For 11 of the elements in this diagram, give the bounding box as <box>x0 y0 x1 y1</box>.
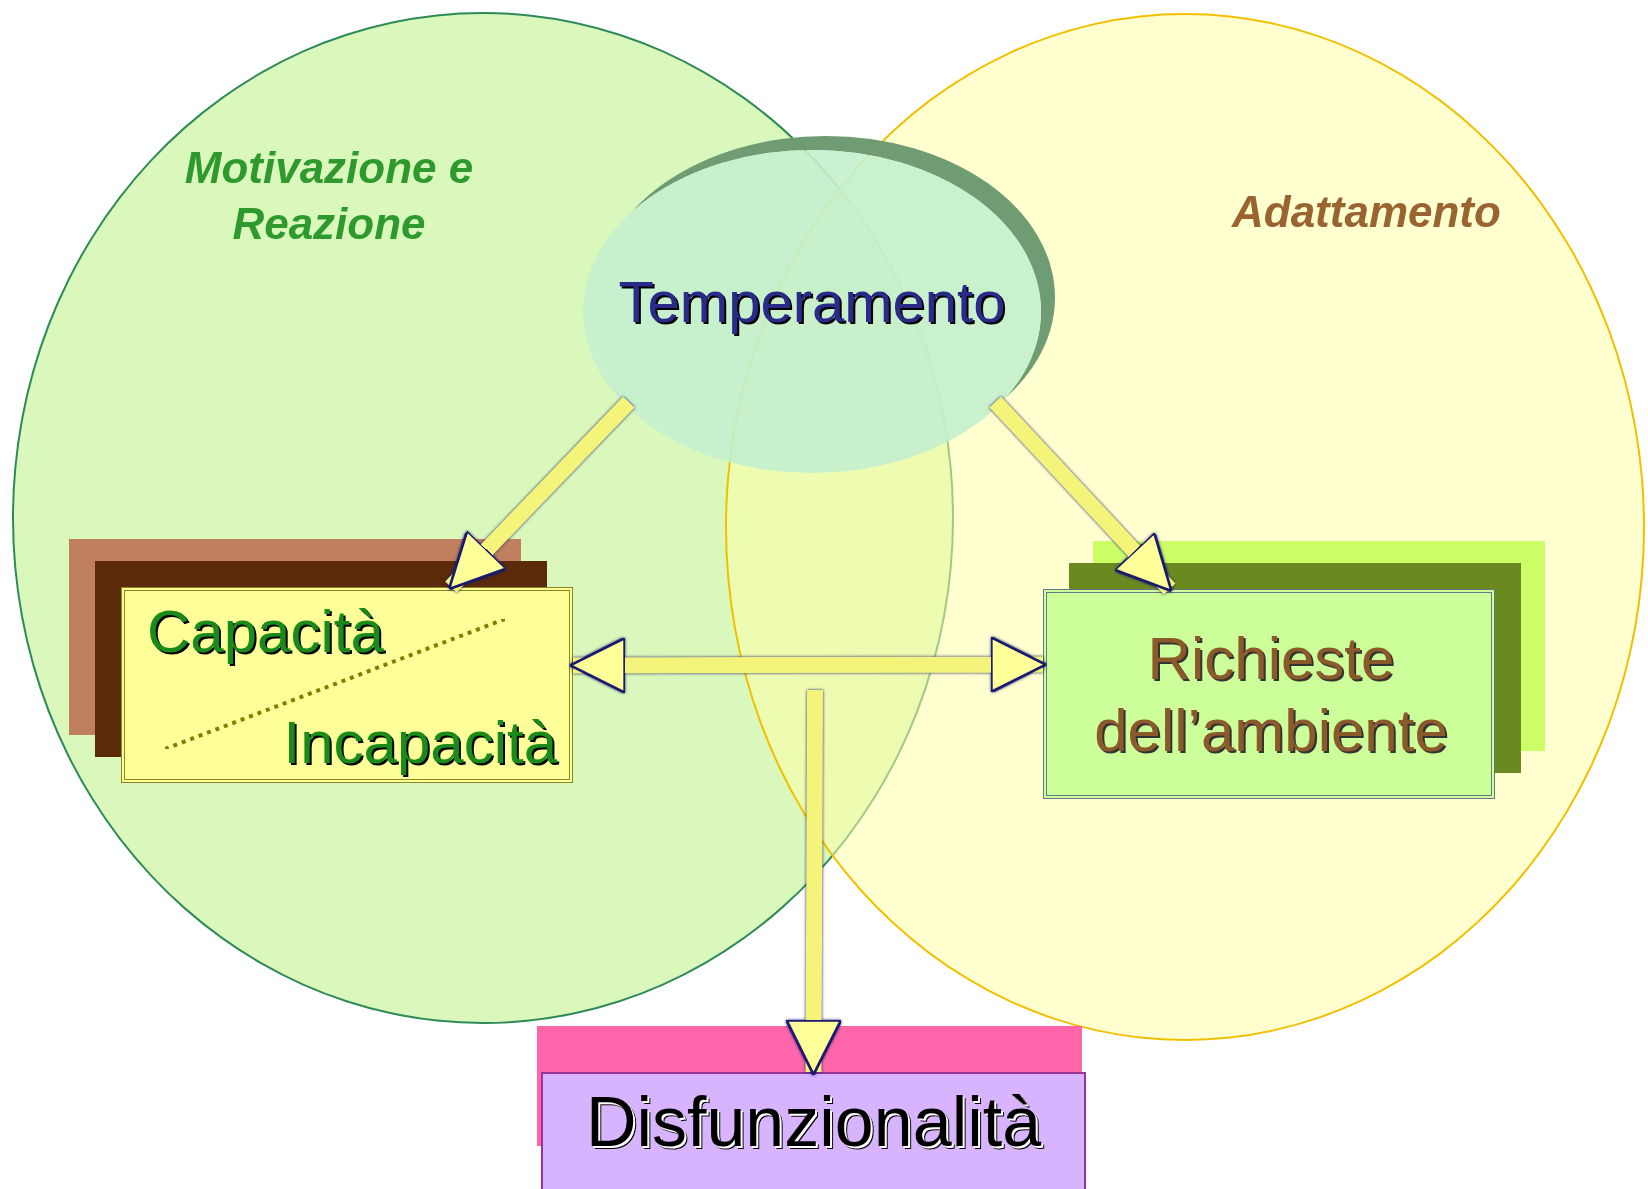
region-title: Adattamento <box>1232 187 1501 237</box>
node-label: Disfunzionalità <box>584 1082 1043 1162</box>
arrow <box>445 396 635 593</box>
arrow <box>989 396 1176 595</box>
node-label: Temperamento <box>617 268 1007 335</box>
node-label: Capacità <box>147 597 384 666</box>
node-label: Richieste dell’ambiente <box>1093 624 1449 766</box>
arrow <box>568 636 1048 694</box>
arrow <box>785 689 843 1077</box>
node-label: Incapacità <box>283 708 557 777</box>
region-title: Motivazione e Reazione <box>184 142 474 251</box>
